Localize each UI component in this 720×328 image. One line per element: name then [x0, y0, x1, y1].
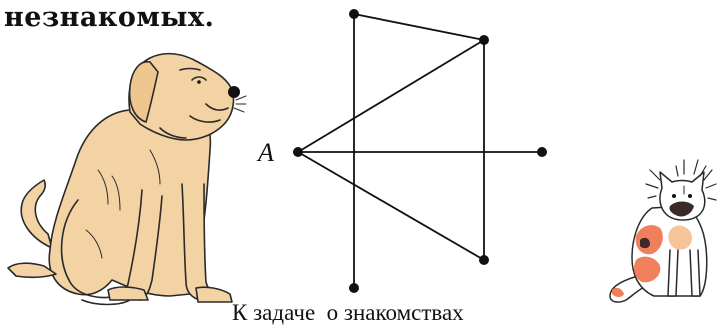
vertex-label-a: A — [258, 138, 274, 168]
graph-vertex-bottom — [349, 283, 359, 293]
graph-edge-a-upper-right — [298, 40, 484, 152]
cat-leg-right — [690, 250, 700, 296]
cat-leg-left — [668, 250, 678, 296]
graph-edge-top-upper-right — [354, 14, 484, 40]
figure-caption: К задаче о знакомствах — [232, 300, 464, 326]
dog-paw-back — [8, 263, 56, 277]
cat-eye-right — [688, 194, 692, 198]
graph-vertex-a — [293, 147, 303, 157]
dog-illustration — [8, 54, 246, 305]
dog-tail — [21, 180, 52, 248]
dog-paw-front-right — [196, 287, 232, 302]
dog-nose — [228, 86, 240, 98]
graph-vertex-top — [349, 9, 359, 19]
cat-illustration — [610, 160, 716, 302]
graph-edge-a-bottom-right — [298, 152, 484, 260]
graph-vertex-right — [537, 147, 547, 157]
graph-vertex-upper-right — [479, 35, 489, 45]
dog-paw-front-left — [108, 287, 148, 300]
acquaintance-graph — [298, 14, 542, 288]
dog-front-leg-right — [182, 184, 220, 300]
cat-eye-left — [672, 194, 676, 198]
graph-vertex-bottom-right — [479, 255, 489, 265]
